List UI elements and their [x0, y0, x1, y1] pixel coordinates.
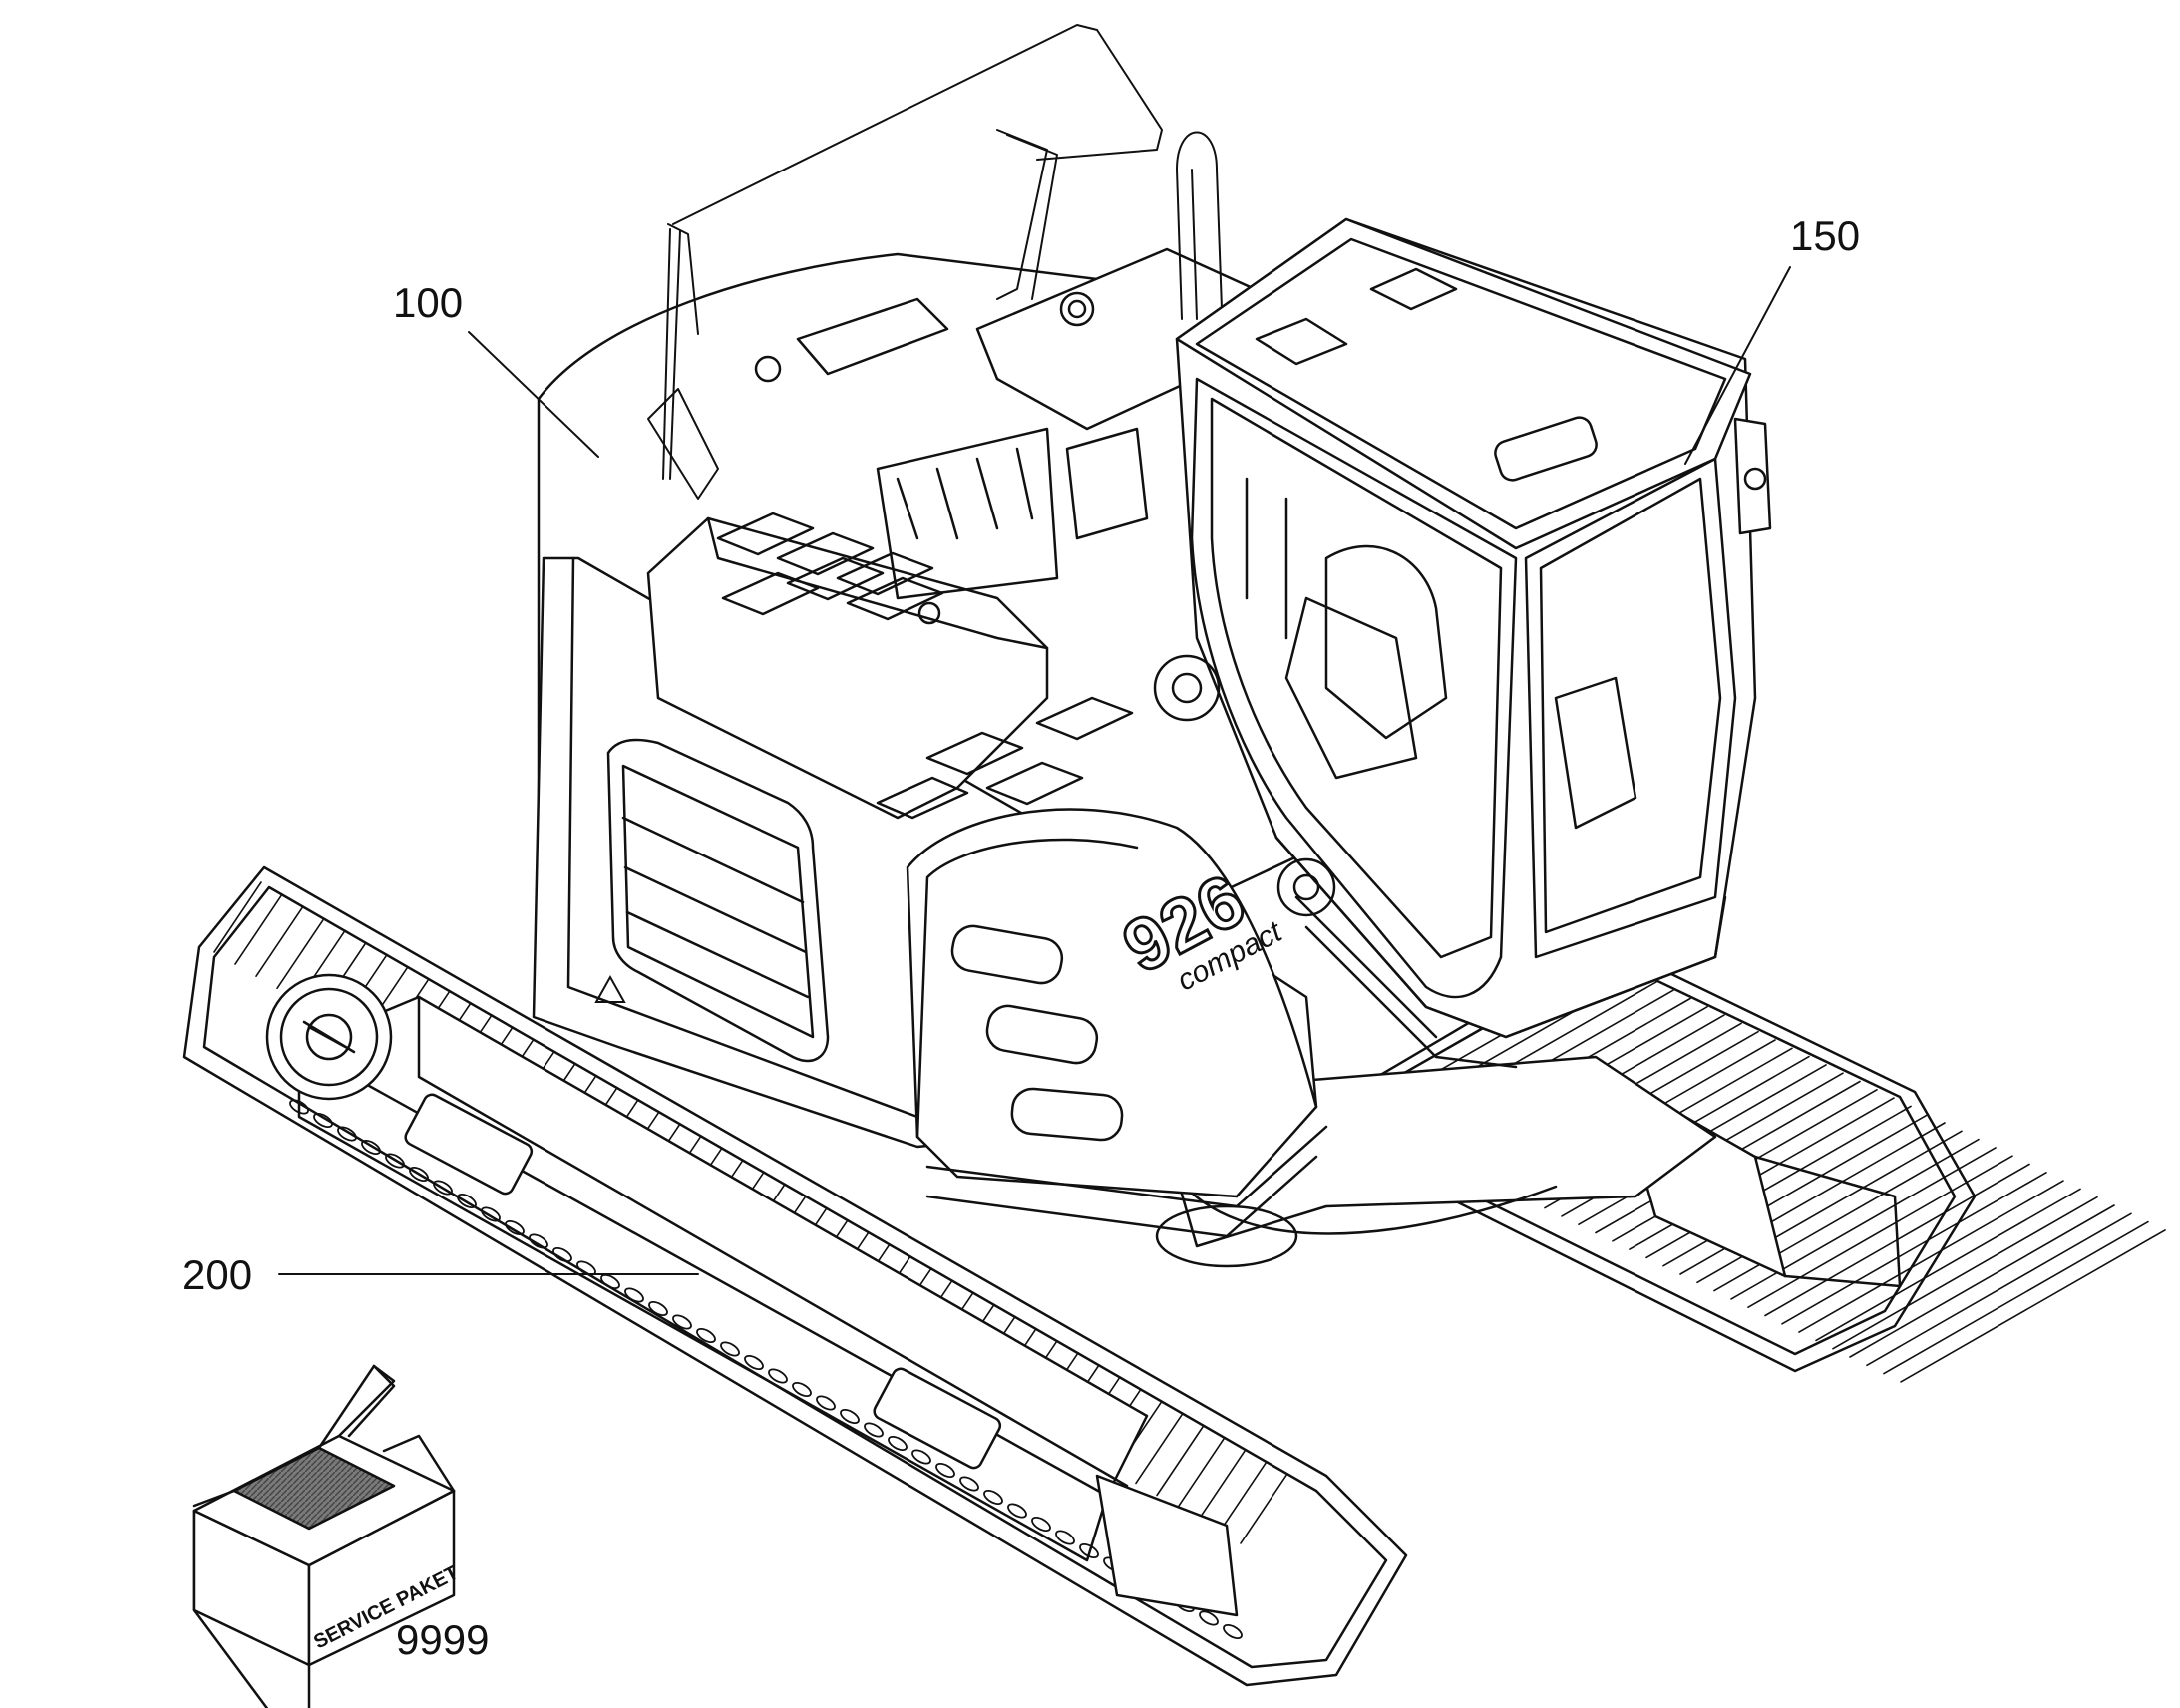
callout-100: 100 [393, 279, 464, 326]
callout-150: 150 [1790, 212, 1861, 259]
left-track [182, 865, 1408, 1687]
cab [1153, 217, 1772, 1069]
upperstructure [532, 247, 1328, 1238]
callout-200: 200 [182, 1251, 253, 1298]
callout-9999: 9999 [396, 1616, 490, 1663]
warning-triangle-icon [594, 974, 626, 1003]
leader-lines [278, 266, 1791, 1275]
handrail [647, 24, 1223, 500]
service-box [192, 1364, 456, 1708]
